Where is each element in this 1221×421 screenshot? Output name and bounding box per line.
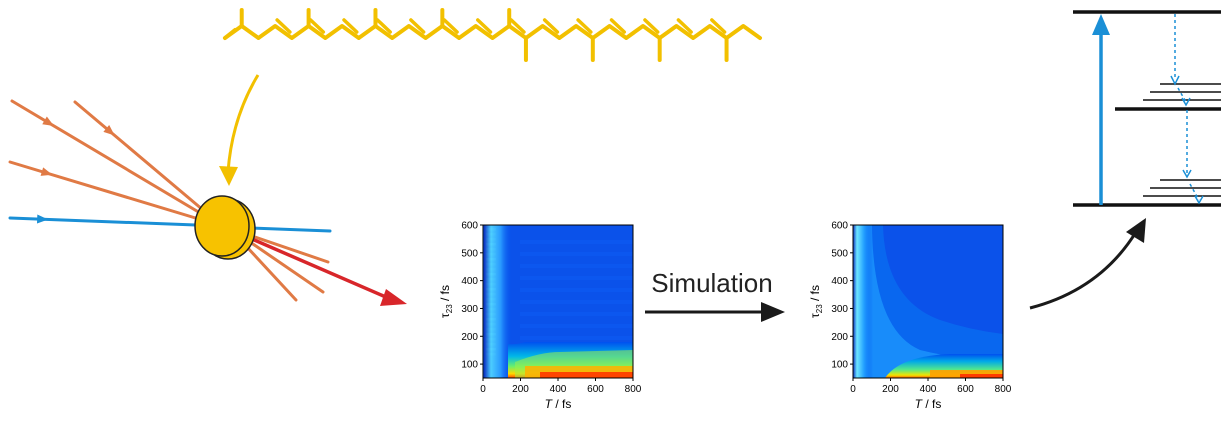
experimental-map: 0 200 400 600 800 100 200 300 400 500 600 T / fs τ23…: [438, 221, 642, 412]
map-band: [520, 240, 633, 244]
carotenoid-molecule: [223, 8, 762, 62]
double-bond: [409, 18, 426, 34]
double-bond: [509, 18, 526, 34]
double-bond: [375, 18, 392, 34]
simulated-map: 0 200 400 600 800 100 200 300 400 500 600 T / fs τ23…: [808, 221, 1012, 412]
y-axis-label: τ23 / fs: [808, 285, 824, 318]
double-bond: [576, 18, 593, 34]
x-tick-label: 800: [995, 384, 1012, 395]
signal-beam-arrowhead: [380, 289, 407, 306]
probe-beam-out: [248, 226, 332, 233]
y-tick-label: 100: [831, 360, 848, 371]
pump-beam-out-3: [244, 244, 298, 302]
relaxation-dashed-path: [1170, 14, 1204, 205]
double-bond: [442, 18, 459, 34]
x-tick-label: 200: [512, 384, 529, 395]
double-bond: [476, 18, 493, 34]
x-tick-label: 200: [882, 384, 899, 395]
y-tick-label: 400: [831, 276, 848, 287]
molecule-backbone: [223, 24, 762, 40]
x-tick-label: 0: [850, 384, 856, 395]
sample-disk: [194, 195, 256, 260]
double-bond: [542, 18, 560, 34]
map-band: [520, 312, 633, 316]
pump-beam-3: [8, 160, 224, 228]
y-tick-label: 300: [461, 304, 478, 315]
x-tick-label: 0: [480, 384, 486, 395]
y-tick-label: 500: [461, 248, 478, 259]
pump-beam-3-arrowhead: [40, 167, 53, 176]
y-tick-label: 200: [461, 332, 478, 343]
experimental-map-surface: [483, 225, 633, 378]
double-bond: [676, 18, 693, 34]
map-band: [520, 324, 633, 328]
x-tick-label: 600: [957, 384, 974, 395]
map-band: [520, 336, 633, 340]
y-tick-label: 300: [831, 304, 848, 315]
x-tick-label: 400: [920, 384, 937, 395]
pump-beam-1: [10, 99, 224, 228]
probe-beam-arrowhead: [36, 214, 49, 224]
map-band: [520, 276, 633, 280]
map-band: [520, 264, 633, 268]
pump-beam-2: [73, 100, 224, 228]
double-bond: [342, 18, 359, 34]
pump-beam-out-2: [248, 240, 325, 294]
molecule-to-sample-arrow: [219, 74, 260, 186]
map-band: [520, 288, 633, 292]
y-tick-label: 600: [831, 221, 848, 232]
pump-beam-1-arrowhead: [42, 116, 54, 126]
y-tick-label: 600: [461, 221, 478, 232]
end-group: [223, 28, 237, 40]
x-tick-label: 600: [587, 384, 604, 395]
double-bond: [308, 18, 326, 34]
y-tick-label: 200: [831, 332, 848, 343]
y-tick-label: 100: [461, 360, 478, 371]
x-axis-label: T / fs: [545, 397, 572, 411]
double-bond: [710, 18, 727, 34]
map-band: [520, 252, 633, 256]
excitation-arrowhead: [1092, 14, 1110, 35]
to-energy-levels-arrow: [1029, 218, 1146, 310]
pump-beam-out-1: [250, 234, 330, 264]
y-tick-label: 400: [461, 276, 478, 287]
double-bond: [275, 18, 292, 34]
double-bond: [609, 18, 626, 34]
y-tick-label: 500: [831, 248, 848, 259]
y-axis-label: τ23 / fs: [438, 285, 454, 318]
simulation-arrow: Simulation: [645, 268, 785, 322]
map-band: [520, 300, 633, 304]
x-tick-label: 800: [625, 384, 642, 395]
double-bond: [643, 18, 660, 34]
simulated-map-surface: [853, 225, 1003, 378]
simulation-label: Simulation: [651, 268, 772, 298]
x-tick-label: 400: [550, 384, 567, 395]
pump-beam-2-arrowhead: [103, 124, 115, 136]
signal-beam: [250, 237, 390, 300]
laser-beams: [8, 99, 407, 306]
energy-level-diagram: [1073, 10, 1221, 207]
x-axis-label: T / fs: [915, 397, 942, 411]
